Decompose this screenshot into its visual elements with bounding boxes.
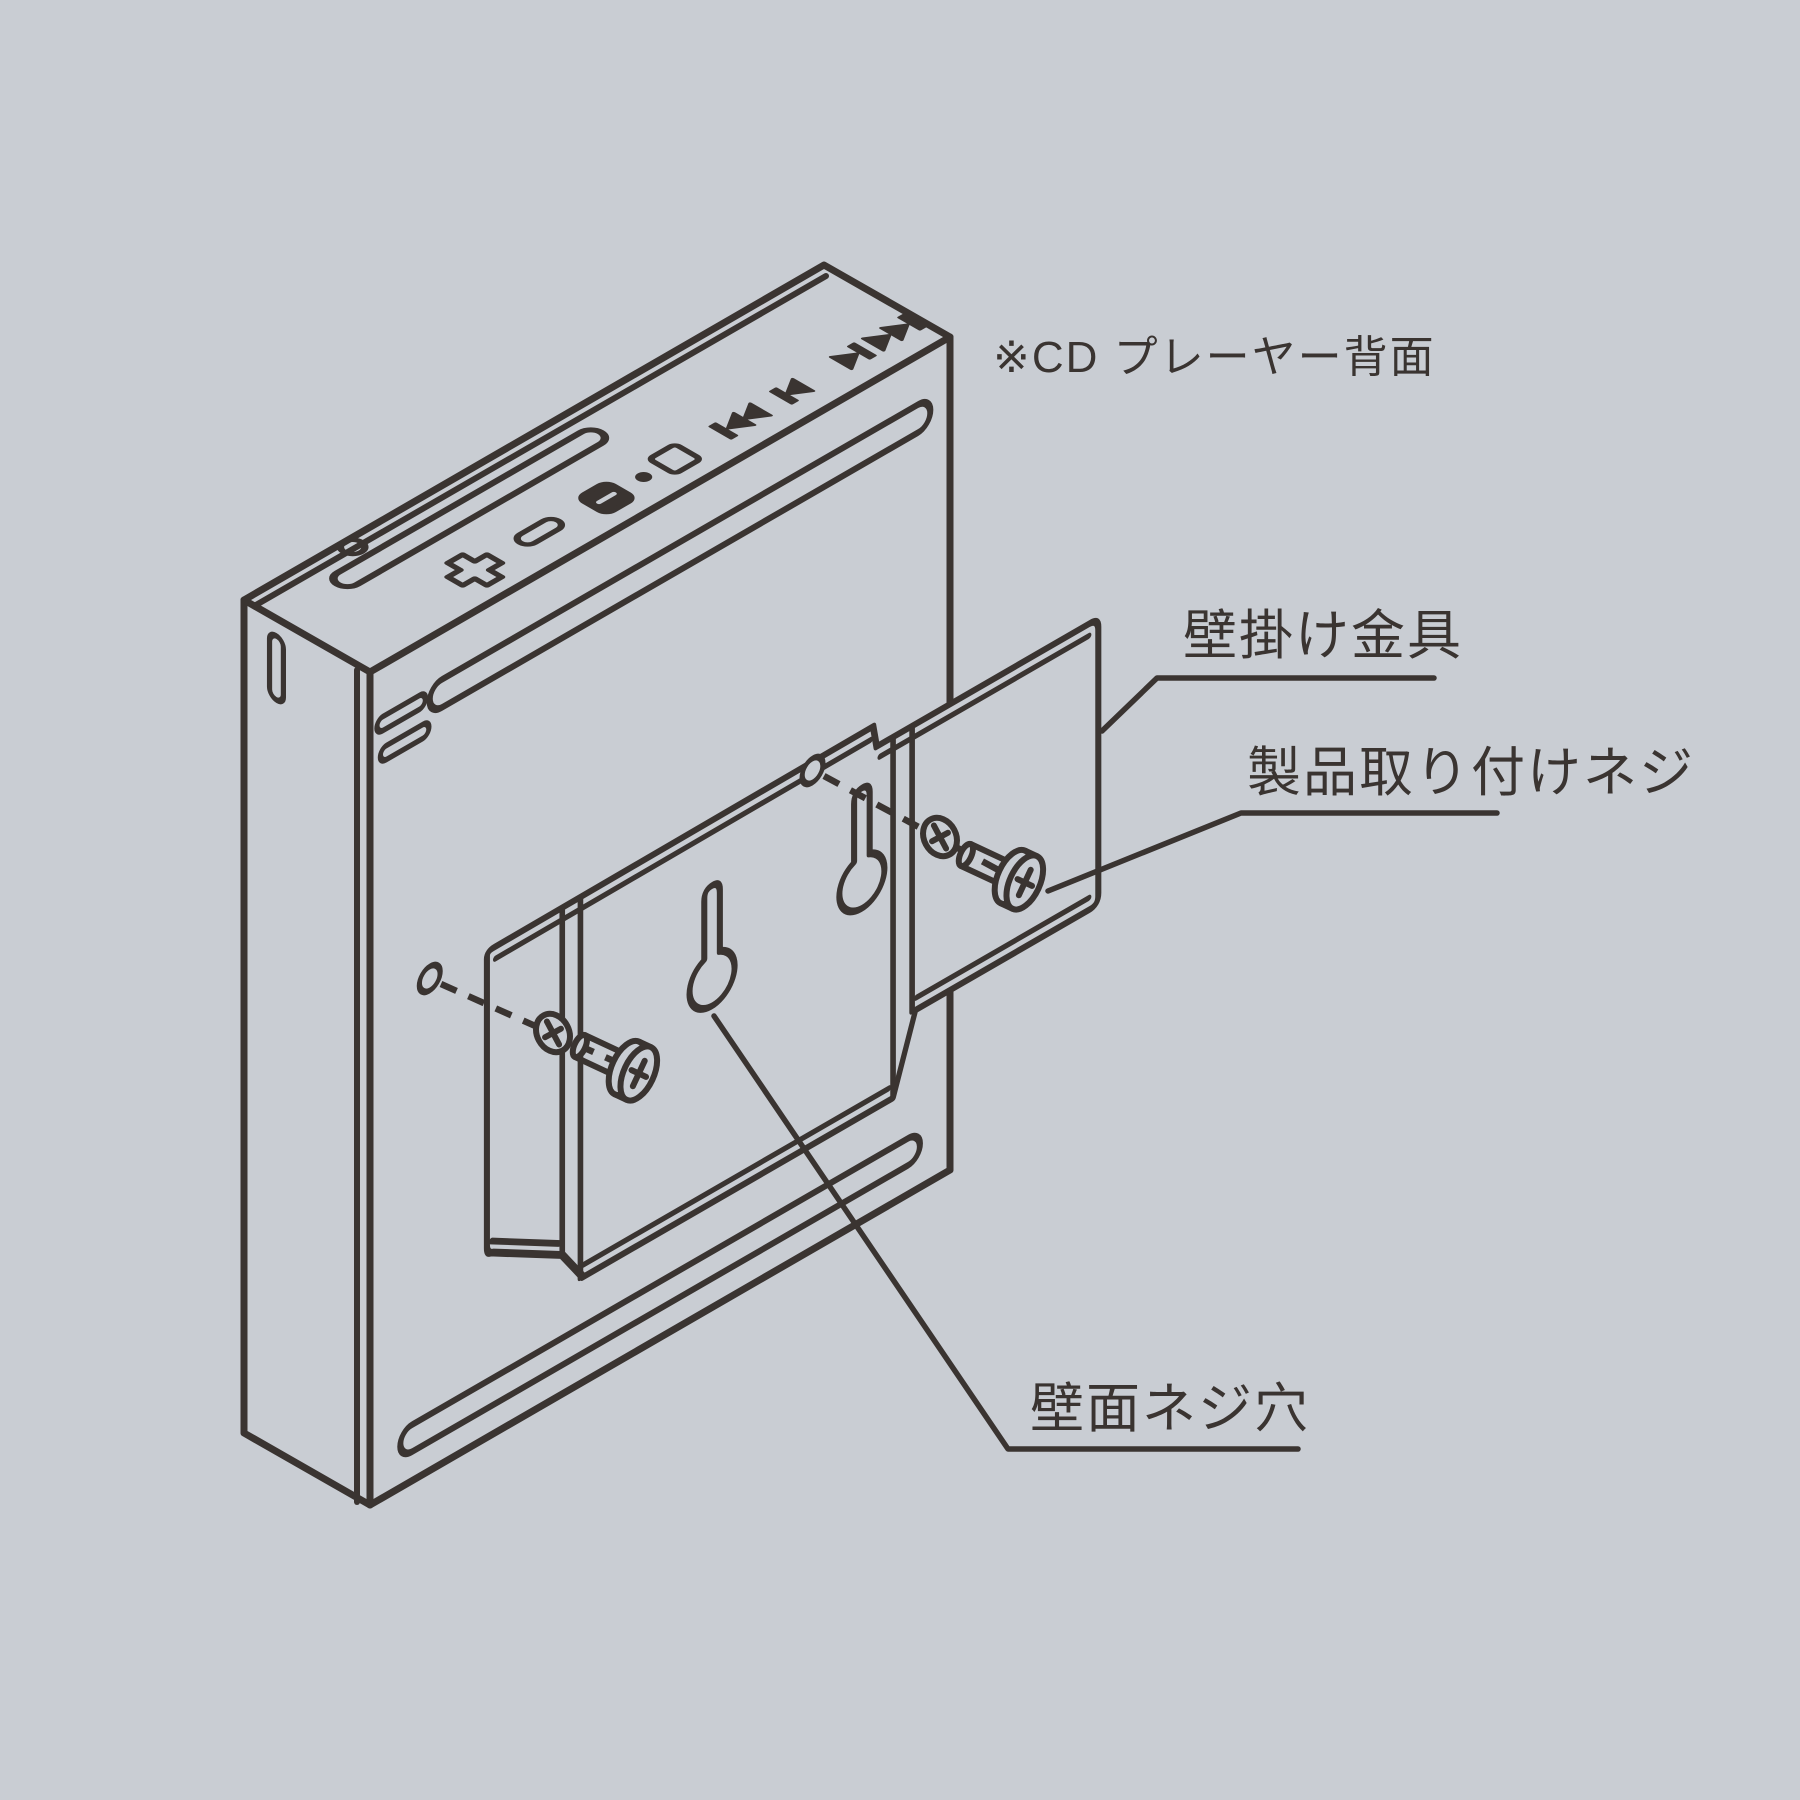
cd-player xyxy=(240,261,954,1509)
annotations: ※CD プレーヤー背面 壁掛け金具 製品取り付けネジ 壁面ネジ穴 xyxy=(993,333,1695,1439)
player-back-face xyxy=(374,398,934,1458)
wall-mount-bracket xyxy=(416,617,1102,1282)
mounting-screw-right xyxy=(955,840,1047,913)
leader-line-wall-hole xyxy=(711,1013,1301,1452)
bracket-screw-hole-right xyxy=(920,814,960,860)
mounting-screw-left xyxy=(569,1031,661,1104)
bracket-screw-hole-left xyxy=(533,1010,573,1056)
top-small-hole xyxy=(336,537,369,557)
bracket-label: 壁掛け金具 xyxy=(1183,606,1463,666)
wall-screw-hole-label: 壁面ネジ穴 xyxy=(1030,1379,1310,1439)
bracket-fold-lines xyxy=(559,722,915,1282)
stop-button-icon xyxy=(647,443,702,475)
bracket-outline xyxy=(483,617,1102,1281)
player-chamfer-top xyxy=(253,273,829,608)
player-top-face xyxy=(329,313,927,590)
leader-line-bracket xyxy=(1099,675,1437,734)
assembly-dashed-line-right xyxy=(822,773,1006,876)
mount-screw-label: 製品取り付けネジ xyxy=(1247,743,1695,803)
bracket-bottom-thickness-right xyxy=(913,894,1092,1001)
bracket-bottom-thickness-left xyxy=(488,1237,563,1247)
phillips-cross-icon xyxy=(929,822,951,852)
player-screw-hole-right xyxy=(799,753,826,788)
back-top-vent-slot xyxy=(426,398,934,714)
leader-lines xyxy=(711,675,1500,1452)
player-outline xyxy=(240,261,954,1509)
player-top-ridge xyxy=(366,333,954,676)
pill-button-icon xyxy=(513,516,566,547)
player-left-side-face xyxy=(266,631,286,705)
assembly-hardware xyxy=(439,773,1047,1104)
phillips-cross-icon xyxy=(542,1018,564,1048)
player-screw-hole-left xyxy=(416,961,443,996)
bracket-bottom-thickness-center xyxy=(581,1085,892,1268)
phillips-cross-icon xyxy=(1014,866,1036,899)
top-vent-slot xyxy=(329,427,610,590)
keyhole-slot-right xyxy=(836,782,888,916)
side-switch-slot xyxy=(266,631,286,705)
bracket-top-thickness-right xyxy=(877,632,1092,760)
leader-line-mount-screw xyxy=(1045,810,1500,894)
player-corner-edge xyxy=(240,596,374,676)
phillips-cross-icon xyxy=(628,1057,650,1090)
indicator-dot-icon xyxy=(635,472,653,482)
prev-track-icon xyxy=(708,402,773,440)
rewind-icon xyxy=(769,377,816,405)
back-small-vent-2 xyxy=(377,720,432,764)
control-buttons xyxy=(444,313,927,588)
play-pause-glyph xyxy=(595,491,617,505)
back-small-vent-1 xyxy=(374,691,429,735)
bracket-thickness-lines xyxy=(488,632,1092,1268)
device-note-label: ※CD プレーヤー背面 xyxy=(993,333,1436,382)
next-track-icon xyxy=(860,313,927,352)
keyhole-slot-left xyxy=(686,880,738,1013)
back-bottom-vent-slot xyxy=(397,1132,923,1458)
cross-button-icon xyxy=(444,552,506,588)
fast-forward-icon xyxy=(828,342,877,371)
